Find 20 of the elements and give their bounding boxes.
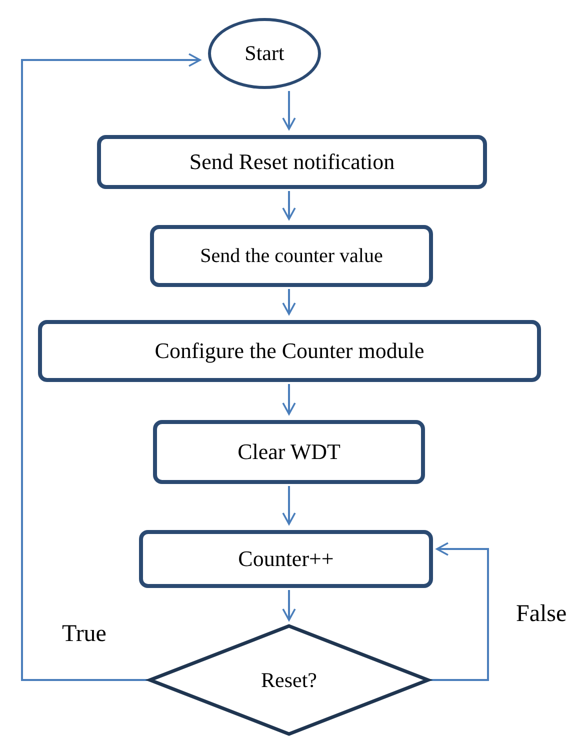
- process-box: [139, 530, 433, 588]
- process-box: [150, 225, 433, 287]
- arrow: [282, 191, 296, 220]
- arrow: [282, 590, 296, 621]
- node-label: Send the counter value: [200, 244, 383, 268]
- process-box: [38, 320, 541, 382]
- node-label: Reset?: [261, 668, 317, 692]
- node-label: Clear WDT: [238, 439, 340, 465]
- process-box: [97, 135, 487, 189]
- node-label: Send Reset notification: [189, 149, 395, 175]
- arrow: [282, 91, 296, 130]
- arrow: [21, 53, 201, 681]
- arrow: [282, 384, 296, 415]
- arrow: [282, 486, 296, 525]
- arrow: [282, 289, 296, 315]
- node-label: Configure the Counter module: [154, 338, 424, 364]
- node-label: Start: [244, 41, 284, 66]
- process-box: [153, 420, 425, 484]
- arrow: [428, 542, 489, 681]
- node-label: Counter++: [238, 546, 334, 572]
